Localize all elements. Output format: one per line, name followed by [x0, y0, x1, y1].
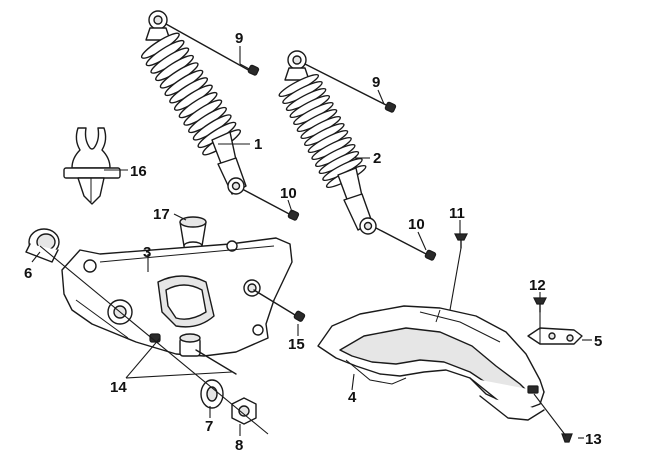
shock-absorber-right — [278, 50, 377, 235]
callout-13: 13 — [585, 431, 602, 448]
callout-2: 2 — [373, 150, 381, 167]
pivot-collar — [25, 228, 60, 263]
screw-12 — [533, 297, 547, 313]
bolt-14 — [149, 333, 237, 375]
callout-6: 6 — [24, 265, 32, 282]
shock-absorber-left — [140, 10, 247, 195]
callout-7: 7 — [205, 418, 213, 435]
leader-lines — [31, 46, 592, 439]
bushing-sleeve — [179, 216, 207, 251]
mounting-bracket — [527, 327, 583, 345]
callout-11: 11 — [449, 205, 465, 222]
callout-5: 5 — [594, 333, 602, 350]
bolt-10-left — [243, 189, 300, 221]
callout-14: 14 — [110, 379, 127, 396]
callout-8: 8 — [235, 437, 243, 454]
callout-10-left: 10 — [280, 185, 297, 202]
callout-1: 1 — [254, 136, 262, 153]
callout-9-left: 9 — [235, 30, 243, 47]
screw-11 — [454, 233, 468, 249]
callout-16: 16 — [130, 163, 147, 180]
screw-13 — [561, 433, 573, 443]
bolt-10-right — [375, 227, 437, 261]
retaining-clip — [63, 127, 121, 205]
swing-arm-bracket — [61, 237, 293, 357]
bolt-9-right — [304, 63, 397, 113]
callout-3: 3 — [143, 244, 151, 261]
callout-labels: 1 2 3 4 5 6 7 8 9 9 10 10 11 12 13 14 15… — [24, 30, 602, 454]
callout-10-right: 10 — [408, 216, 425, 233]
bolt-15 — [253, 289, 306, 322]
callout-4: 4 — [348, 389, 357, 406]
callout-12: 12 — [529, 277, 546, 294]
callout-15: 15 — [288, 336, 305, 353]
callout-9-right: 9 — [372, 74, 380, 91]
bolt-9-left — [165, 23, 260, 76]
rear-fender — [317, 305, 545, 421]
hex-nut — [231, 397, 257, 425]
callout-17: 17 — [153, 206, 170, 223]
